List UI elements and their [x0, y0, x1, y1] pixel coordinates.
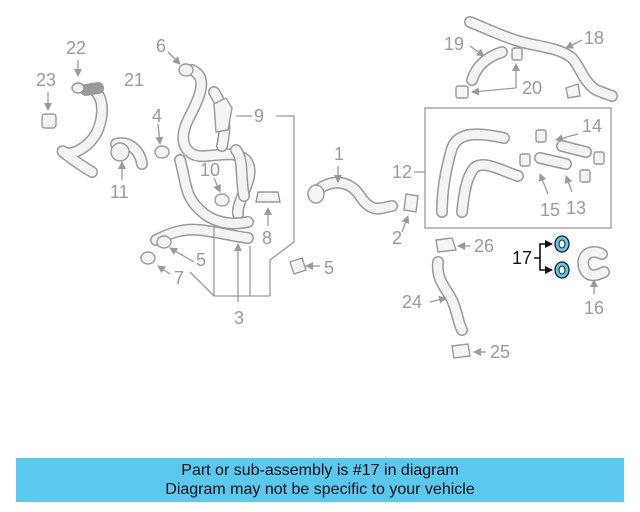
- callout-1: 1: [334, 144, 344, 164]
- part-11-fitting: [110, 137, 148, 180]
- part-3-leader: [189, 226, 270, 302]
- callout-6: 6: [156, 36, 166, 56]
- part-4-clamp: [154, 123, 170, 159]
- callout-25: 25: [490, 342, 510, 362]
- part-10-clamp: [213, 177, 230, 207]
- callout-3: 3: [234, 308, 244, 328]
- part-17-clamps-highlighted: [534, 235, 570, 279]
- callout-23: 23: [36, 70, 56, 90]
- callout-4: 4: [152, 106, 162, 126]
- banner-line-1: Part or sub-assembly is #17 in diagram: [181, 462, 459, 479]
- callout-24: 24: [402, 292, 422, 312]
- part-24-hose: [429, 256, 468, 336]
- callout-labels: 22 23 21 11 6 4 9 10 8 5 7 5 3 1 2 12 14…: [36, 28, 604, 362]
- callout-5-left: 5: [196, 250, 206, 270]
- callout-19: 19: [444, 34, 464, 54]
- part-26-clamp: [435, 237, 470, 253]
- part-9-bracket: [213, 97, 295, 296]
- callout-17: 17: [512, 248, 532, 268]
- part-6-clamp: [167, 51, 194, 77]
- part-7-leader: [157, 265, 171, 275]
- part-20-clamp: [455, 47, 523, 99]
- callout-12: 12: [392, 162, 412, 182]
- callout-26: 26: [474, 236, 494, 256]
- callout-5-right: 5: [324, 258, 334, 278]
- callout-20: 20: [522, 78, 542, 98]
- part-8-clamp: [255, 191, 281, 226]
- callout-16: 16: [584, 298, 604, 318]
- callout-22: 22: [66, 38, 86, 58]
- callout-8: 8: [262, 228, 272, 248]
- part-19-hose: [466, 45, 508, 86]
- part-3-hose-assembly: [150, 64, 256, 246]
- callout-9: 9: [254, 106, 264, 126]
- part-23-clamp: [41, 92, 57, 129]
- part-21-hose: [56, 82, 108, 178]
- callout-21: 21: [124, 70, 144, 90]
- part-22-clamp: [71, 60, 85, 94]
- callout-7: 7: [174, 268, 184, 288]
- parts-diagram: 22 23 21 11 6 4 9 10 8 5 7 5 3 1 2 12 14…: [36, 16, 618, 362]
- part-12-box: [414, 107, 612, 229]
- part-5-clamp-left: [140, 235, 195, 265]
- info-banner: Part or sub-assembly is #17 in diagram D…: [16, 458, 624, 502]
- part-5-clamp-right: [289, 257, 320, 275]
- callout-15: 15: [540, 200, 560, 220]
- callout-18: 18: [584, 28, 604, 48]
- part-25-clamp: [451, 343, 486, 359]
- part-16-hose: [577, 246, 610, 294]
- part-18-pipe: [464, 16, 618, 102]
- banner-line-2: Diagram may not be specific to your vehi…: [165, 481, 475, 498]
- callout-14: 14: [582, 116, 602, 136]
- callout-2: 2: [392, 228, 402, 248]
- callout-13: 13: [566, 198, 586, 218]
- part-1-hose: [307, 166, 398, 215]
- part-2-clamp: [401, 193, 419, 233]
- callout-10: 10: [200, 160, 220, 180]
- callout-11: 11: [110, 182, 129, 202]
